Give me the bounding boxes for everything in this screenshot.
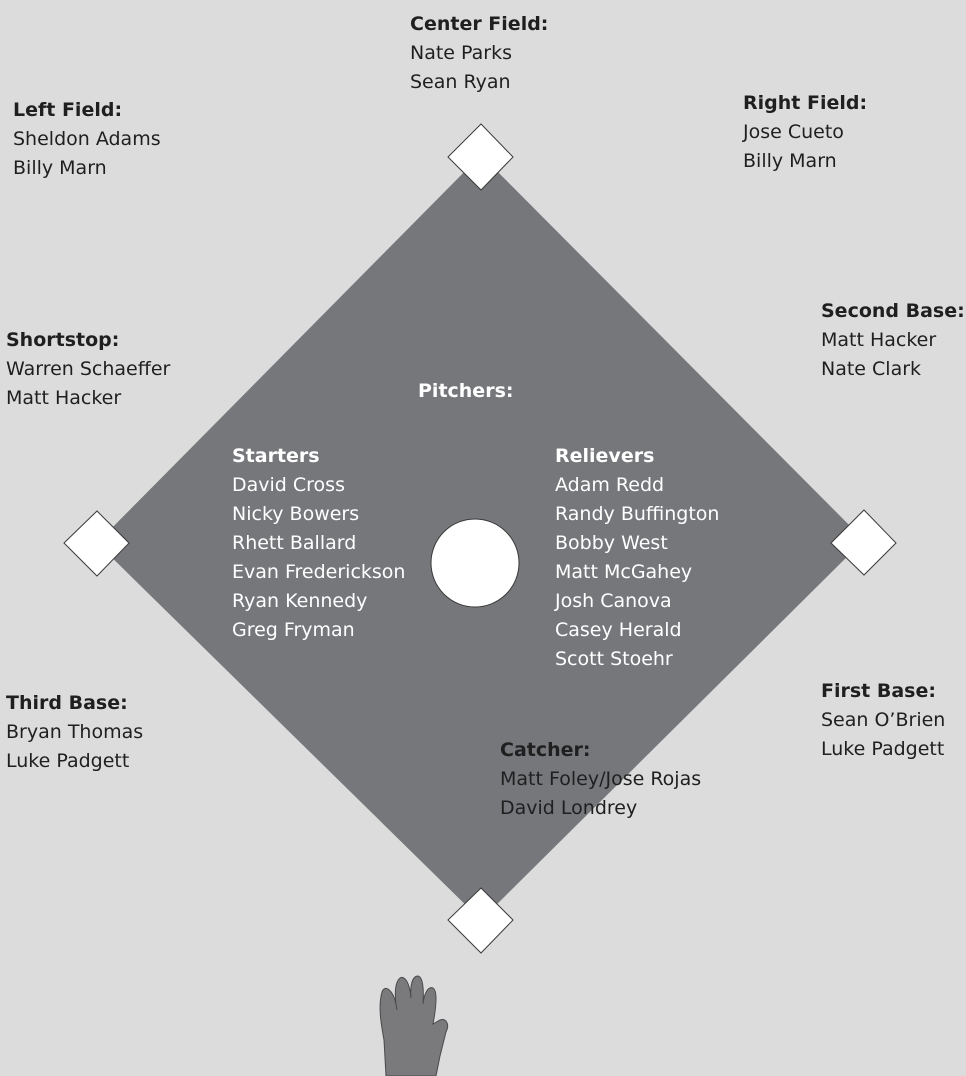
reliever-player: Casey Herald	[555, 616, 719, 645]
shortstop-title: Shortstop:	[6, 326, 170, 355]
catcher-title: Catcher:	[500, 736, 701, 765]
catcher-mitt-icon	[380, 976, 448, 1076]
pitchers-title: Pitchers:	[418, 377, 513, 406]
first-base-roster: First Base: Sean O’Brien Luke Padgett	[821, 677, 945, 764]
starters-title: Starters	[232, 442, 405, 471]
shortstop-roster: Shortstop: Warren Schaeffer Matt Hacker	[6, 326, 170, 413]
left-field-title: Left Field:	[13, 96, 161, 125]
relievers-title: Relievers	[555, 442, 719, 471]
reliever-player: Matt McGahey	[555, 558, 719, 587]
relievers-roster: Relievers Adam Redd Randy Buffington Bob…	[555, 442, 719, 674]
right-field-roster: Right Field: Jose Cueto Billy Marn	[743, 89, 867, 176]
third-base-player: Bryan Thomas	[6, 718, 143, 747]
second-base-title: Second Base:	[821, 297, 965, 326]
starters-roster: Starters David Cross Nicky Bowers Rhett …	[232, 442, 405, 645]
right-field-player: Jose Cueto	[743, 118, 867, 147]
second-base-roster: Second Base: Matt Hacker Nate Clark	[821, 297, 965, 384]
left-field-player: Billy Marn	[13, 154, 161, 183]
right-field-player: Billy Marn	[743, 147, 867, 176]
shortstop-player: Matt Hacker	[6, 384, 170, 413]
pitchers-mound-icon	[431, 519, 519, 607]
starter-player: Evan Frederickson	[232, 558, 405, 587]
first-base-title: First Base:	[821, 677, 945, 706]
second-base-player: Nate Clark	[821, 355, 965, 384]
center-field-title: Center Field:	[410, 10, 548, 39]
center-field-roster: Center Field: Nate Parks Sean Ryan	[410, 10, 548, 97]
left-field-player: Sheldon Adams	[13, 125, 161, 154]
starter-player: David Cross	[232, 471, 405, 500]
reliever-player: Bobby West	[555, 529, 719, 558]
left-field-roster: Left Field: Sheldon Adams Billy Marn	[13, 96, 161, 183]
catcher-player: Matt Foley/Jose Rojas	[500, 765, 701, 794]
reliever-player: Scott Stoehr	[555, 645, 719, 674]
reliever-player: Josh Canova	[555, 587, 719, 616]
catcher-roster: Catcher: Matt Foley/Jose Rojas David Lon…	[500, 736, 701, 823]
first-base-player: Sean O’Brien	[821, 706, 945, 735]
catcher-player: David Londrey	[500, 794, 701, 823]
reliever-player: Randy Buffington	[555, 500, 719, 529]
starter-player: Ryan Kennedy	[232, 587, 405, 616]
third-base-player: Luke Padgett	[6, 747, 143, 776]
second-base-player: Matt Hacker	[821, 326, 965, 355]
third-base-roster: Third Base: Bryan Thomas Luke Padgett	[6, 689, 143, 776]
center-field-player: Sean Ryan	[410, 68, 548, 97]
starter-player: Rhett Ballard	[232, 529, 405, 558]
right-field-title: Right Field:	[743, 89, 867, 118]
third-base-title: Third Base:	[6, 689, 143, 718]
first-base-player: Luke Padgett	[821, 735, 945, 764]
shortstop-player: Warren Schaeffer	[6, 355, 170, 384]
reliever-player: Adam Redd	[555, 471, 719, 500]
starter-player: Greg Fryman	[232, 616, 405, 645]
pitchers-heading: Pitchers:	[418, 377, 513, 406]
center-field-player: Nate Parks	[410, 39, 548, 68]
starter-player: Nicky Bowers	[232, 500, 405, 529]
